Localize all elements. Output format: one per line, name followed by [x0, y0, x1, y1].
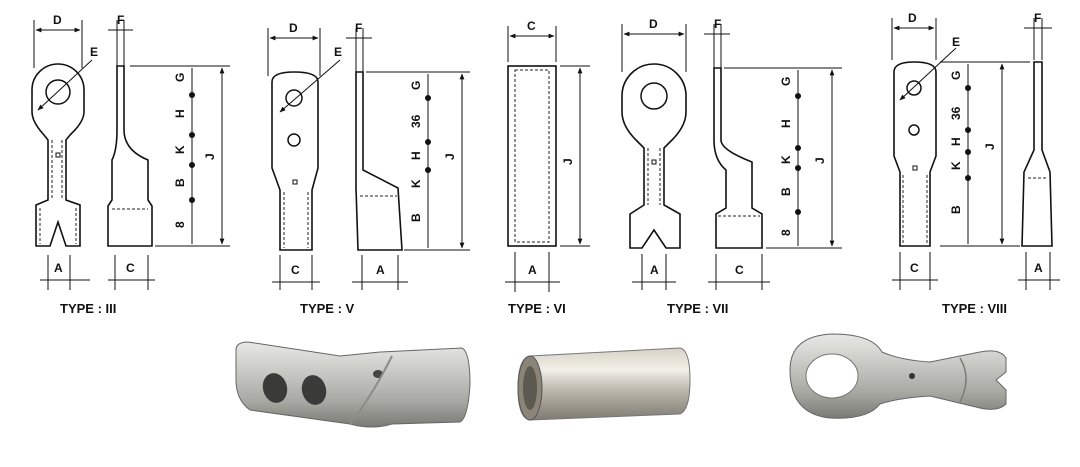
type-viii-diagram: D F E C A G 36 H K B J TYP	[891, 11, 1060, 316]
photo-sleeve	[517, 347, 691, 421]
photo-ring-lug	[789, 333, 1007, 419]
dim-label-b: B	[779, 187, 793, 196]
lug-front-view	[31, 63, 85, 247]
caption-type-vii: TYPE : VII	[667, 301, 728, 316]
dim-label-h: H	[173, 109, 187, 118]
lug-front-view	[621, 63, 687, 249]
dim-label-d: D	[649, 17, 658, 31]
dim-label-d: D	[908, 11, 917, 25]
caption-type-iii: TYPE : III	[60, 301, 116, 316]
dim-label-d: D	[53, 13, 62, 27]
caption-type-viii: TYPE : VIII	[942, 301, 1007, 316]
dim-label-g: G	[779, 77, 793, 86]
bolt-hole	[45, 79, 71, 105]
dim-label-h: H	[409, 151, 423, 160]
dim-label-j: J	[203, 153, 217, 160]
dim-label-b: B	[173, 178, 187, 187]
lug-front-view	[893, 61, 937, 247]
lug-side-view	[355, 71, 403, 251]
dim-label-c: C	[735, 263, 744, 277]
photo-two-hole-lug	[235, 341, 471, 428]
dim-label-8: 8	[173, 221, 187, 228]
dim-label-k: K	[779, 155, 793, 164]
dim-label-c: C	[126, 261, 135, 275]
dim-label-f: F	[355, 21, 362, 35]
dim-label-f: F	[1034, 11, 1041, 25]
lug-side-view	[1021, 61, 1053, 247]
dim-label-e: E	[90, 45, 98, 59]
dim-label-c: C	[291, 263, 300, 277]
dim-label-h: H	[779, 119, 793, 128]
dim-label-a: A	[1034, 261, 1043, 275]
dim-label-e: E	[334, 45, 342, 59]
lug-side-view	[713, 67, 763, 249]
dim-label-a: A	[376, 263, 385, 277]
dim-label-g: G	[949, 71, 963, 80]
dim-label-g: G	[173, 73, 187, 82]
dim-label-a: A	[650, 263, 659, 277]
dim-label-f: F	[117, 13, 124, 27]
dim-label-k: K	[949, 161, 963, 170]
dim-label-b: B	[409, 213, 423, 222]
dim-label-j: J	[443, 153, 457, 160]
caption-type-vi: TYPE : VI	[508, 301, 566, 316]
bolt-hole	[640, 82, 668, 110]
dim-label-j: J	[561, 158, 575, 165]
dim-label-j: J	[813, 157, 827, 164]
dim-label-k: K	[409, 179, 423, 188]
dim-label-a: A	[54, 261, 63, 275]
dim-label-c: C	[910, 261, 919, 275]
dim-label-j: J	[983, 143, 997, 150]
dim-label-b: B	[949, 205, 963, 214]
lug-side-view	[107, 65, 153, 247]
dim-label-f: F	[714, 17, 721, 31]
dim-label-8: 8	[779, 229, 793, 236]
caption-type-v: TYPE : V	[300, 301, 355, 316]
dim-label-36: 36	[409, 114, 423, 128]
dim-label-e: E	[952, 35, 960, 49]
dim-label-k: K	[173, 145, 187, 154]
dim-label-d: D	[289, 21, 298, 35]
type-vi-diagram: C J A TYPE : VI	[505, 19, 590, 316]
dim-label-a: A	[528, 263, 537, 277]
sleeve-view	[507, 65, 557, 247]
dim-label-h: H	[949, 137, 963, 146]
lug-front-view	[271, 71, 319, 251]
type-vii-diagram: D F A C G H K B 8 J TYPE : VII	[621, 17, 842, 316]
dim-label-g: G	[409, 81, 423, 90]
dim-label-36: 36	[949, 106, 963, 120]
type-iii-diagram: D F E A C G	[31, 13, 230, 316]
type-v-diagram: D F E C A G 36 H K B J TYPE : V	[267, 21, 470, 316]
dim-label-c: C	[527, 19, 536, 33]
